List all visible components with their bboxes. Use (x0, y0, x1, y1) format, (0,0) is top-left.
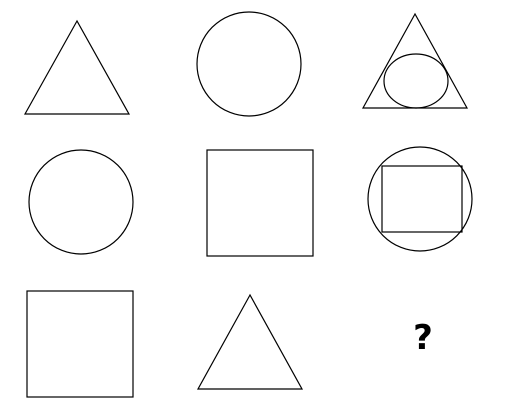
cell-r3c2 (196, 293, 304, 390)
square-shape (206, 149, 314, 257)
cell-r2c1 (28, 149, 134, 255)
cell-r1c3 (361, 12, 469, 109)
ellipse-shape (383, 53, 449, 109)
cell-r2c2 (206, 149, 314, 257)
missing-cell-question-mark: ? (413, 318, 433, 358)
square-shape (381, 165, 463, 233)
square-shape (26, 290, 134, 398)
cell-r3c1 (26, 290, 134, 398)
circle-shape (196, 11, 302, 117)
circle-shape (367, 146, 473, 252)
cell-r1c1 (23, 19, 131, 115)
cell-r2c3 (367, 146, 473, 252)
circle-shape (28, 149, 134, 255)
cell-r1c2 (196, 11, 302, 117)
triangle-shape (361, 12, 469, 109)
triangle-shape (23, 19, 131, 115)
triangle-shape (196, 293, 304, 390)
